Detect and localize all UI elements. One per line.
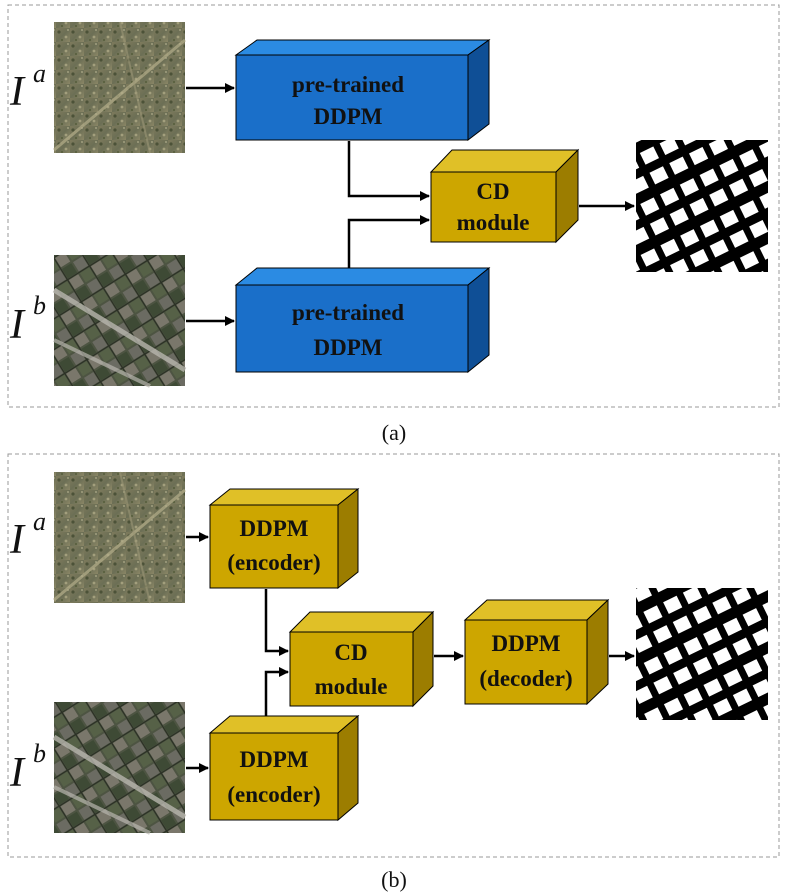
panel-b-input-image-b (52, 702, 187, 835)
panel-a-caption: (a) (382, 420, 406, 445)
panel-a-arrows (186, 83, 635, 326)
panel-a-change-map (636, 140, 768, 272)
svg-text:I: I (9, 750, 26, 796)
panel-b-cd-module: CD module (288, 610, 435, 708)
svg-text:b: b (33, 739, 46, 768)
panel-a-ddpm-bottom-line2: DDPM (314, 335, 383, 360)
panel-b-change-map (636, 588, 768, 720)
panel-b-encoder-top-line2: (encoder) (227, 550, 320, 575)
panel-a-ddpm-bottom: pre-trained DDPM (234, 266, 491, 374)
panel-b-encoder-top-line1: DDPM (240, 516, 309, 541)
panel-a-input-image-a (53, 21, 186, 154)
panel-b-arrows (186, 532, 635, 773)
panel-b-caption: (b) (381, 867, 407, 892)
panel-a-input-image-b (52, 255, 187, 388)
panel-a-ddpm-top-line1: pre-trained (292, 72, 404, 97)
panel-b-encoder-bottom: DDPM (encoder) (208, 714, 360, 822)
svg-text:I: I (9, 69, 26, 115)
panel-a-frame (7, 4, 780, 408)
panel-a-ddpm-top-line2: DDPM (314, 104, 383, 129)
panel-a-label-ia: I a (9, 59, 46, 115)
svg-text:a: a (33, 59, 46, 88)
panel-b-input-image-a (53, 471, 186, 604)
panel-a-ddpm-top: pre-trained DDPM (234, 39, 491, 142)
panel-b-label-ia: I a (9, 507, 46, 563)
panel-b-decoder-line1: DDPM (492, 631, 561, 656)
svg-text:b: b (33, 291, 46, 320)
panel-b-cd-line2: module (315, 674, 388, 699)
svg-text:I: I (9, 517, 26, 563)
panel-b-encoder-top: DDPM (encoder) (208, 487, 360, 590)
panel-b-encoder-bottom-line1: DDPM (240, 747, 309, 772)
panel-b-cd-line1: CD (334, 640, 367, 665)
panel-a-cd-module: CD module (429, 148, 580, 244)
panel-a-cd-line2: module (457, 210, 530, 235)
svg-text:a: a (33, 507, 46, 536)
panel-a-label-ib: I b (9, 291, 46, 348)
panel-b-frame (7, 453, 780, 858)
svg-text:I: I (9, 302, 26, 348)
panel-b-decoder: DDPM (decoder) (463, 598, 610, 706)
panel-b-decoder-line2: (decoder) (479, 666, 572, 691)
panel-a-cd-line1: CD (476, 179, 509, 204)
panel-b-label-ib: I b (9, 739, 46, 796)
panel-a-ddpm-bottom-line1: pre-trained (292, 300, 404, 325)
panel-b-encoder-bottom-line2: (encoder) (227, 782, 320, 807)
